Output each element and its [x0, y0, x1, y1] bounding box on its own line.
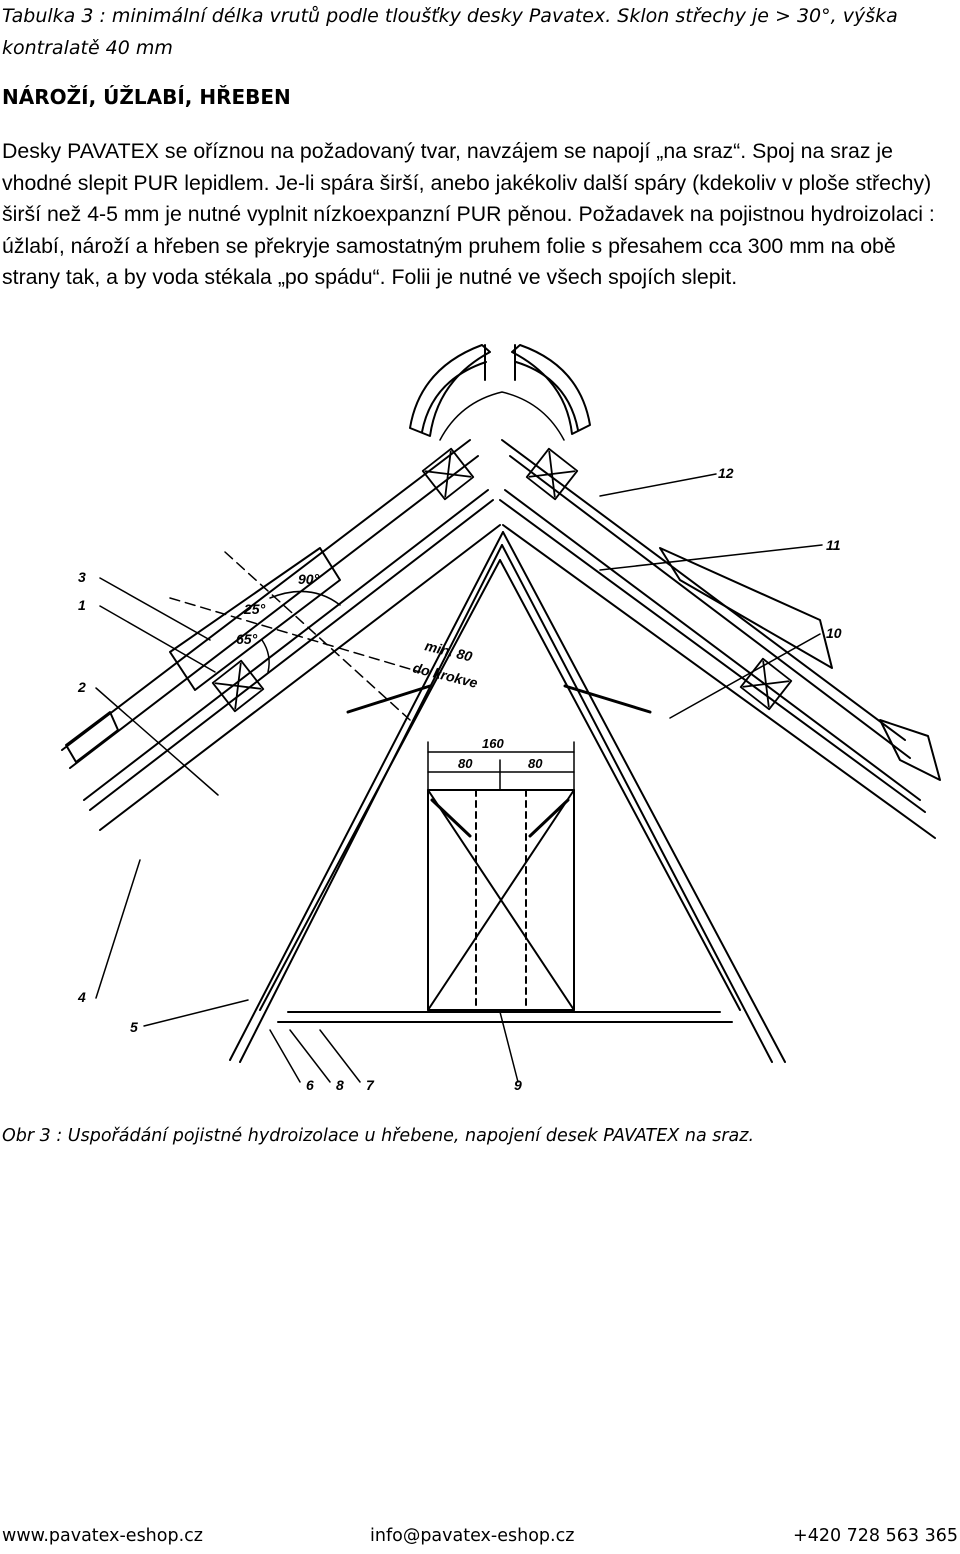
angle-65: 65°: [236, 631, 258, 647]
footer-phone: +420 728 563 365: [793, 1526, 958, 1546]
ridge-cap: [409, 344, 591, 441]
callout-5: 5: [130, 1019, 138, 1035]
callout-1: 1: [78, 597, 86, 613]
leader-lines: [95, 473, 823, 1083]
screws: [346, 684, 652, 838]
ridge-detail-drawing: 3 1 2 4 5 6 8 7 9 10 11 12 90° 25° 65° m…: [61, 344, 941, 1093]
table-caption: Tabulka 3 : minimální délka vrutů podle …: [2, 5, 898, 59]
callout-12: 12: [718, 465, 734, 481]
dim-80-left: 80: [458, 756, 473, 771]
paragraph-text: Desky PAVATEX se oříznou na požadovaný t…: [2, 139, 935, 289]
roof-tiles: [65, 547, 941, 781]
page-footer: www.pavatex-eshop.cz info@pavatex-eshop.…: [0, 1526, 960, 1552]
angle-25: 25°: [243, 601, 266, 617]
footer-website[interactable]: www.pavatex-eshop.cz: [2, 1526, 203, 1546]
angle-90: 90°: [298, 571, 320, 587]
dimension-labels: 160 80 80: [458, 736, 543, 771]
body-paragraph: Desky PAVATEX se oříznou na požadovaný t…: [2, 136, 957, 294]
footer-email[interactable]: info@pavatex-eshop.cz: [370, 1526, 575, 1546]
callout-labels: 3 1 2 4 5 6 8 7 9 10 11 12: [77, 465, 842, 1093]
callout-11: 11: [826, 537, 841, 553]
callout-7: 7: [366, 1077, 375, 1093]
angle-labels: 90° 25° 65°: [236, 571, 320, 647]
truss: [259, 559, 741, 1023]
callout-8: 8: [336, 1077, 344, 1093]
note-min-80: min. 80: [423, 637, 474, 664]
dimension-lines: [427, 741, 575, 791]
dim-160: 160: [482, 736, 504, 751]
angle-construction: [169, 551, 421, 721]
callout-9: 9: [514, 1077, 522, 1093]
dim-80-right: 80: [528, 756, 543, 771]
section-heading: NÁROŽÍ, ÚŽLABÍ, HŘEBEN: [2, 85, 291, 109]
callout-6: 6: [306, 1077, 314, 1093]
callout-10: 10: [826, 625, 842, 641]
roof-layers-right: [499, 439, 936, 1063]
callout-2: 2: [77, 679, 86, 695]
callout-4: 4: [77, 989, 86, 1005]
callout-3: 3: [78, 569, 86, 585]
figure-caption: Obr 3 : Uspořádání pojistné hydroizolace…: [2, 1126, 755, 1146]
